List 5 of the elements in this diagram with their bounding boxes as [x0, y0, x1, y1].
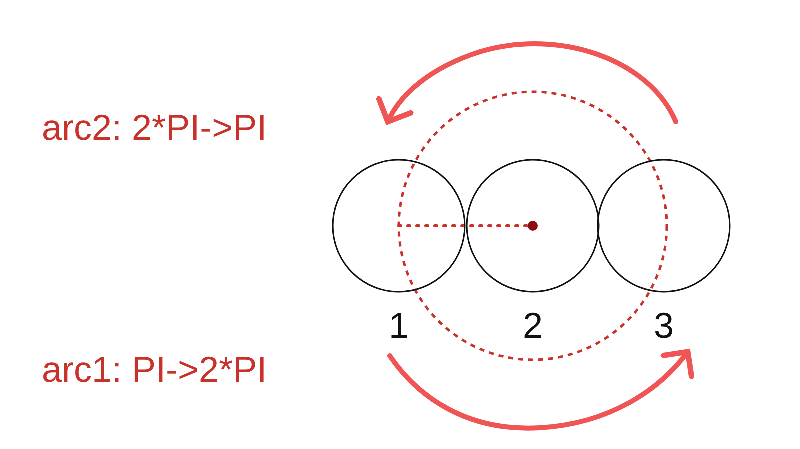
- number-label: 3: [652, 306, 676, 346]
- number-label: 1: [388, 306, 410, 346]
- arc-label: arc2: 2*PI->PI: [42, 108, 268, 148]
- number-label: 2: [522, 306, 544, 346]
- arc-label: arc1: PI->2*PI: [42, 350, 268, 390]
